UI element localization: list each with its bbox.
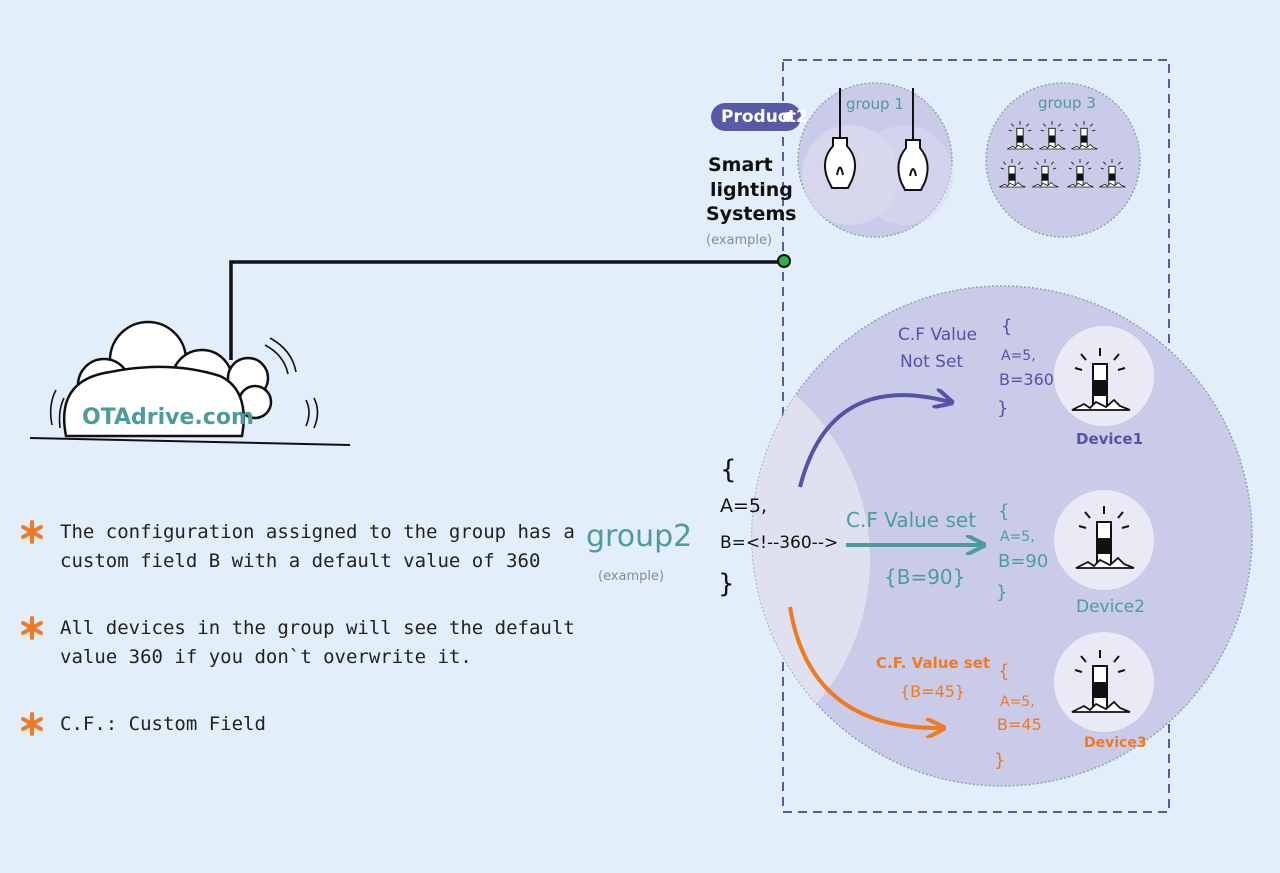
product-badge-label: Product2 [721, 107, 808, 127]
note-text: All devices in the group will see the de… [60, 617, 575, 668]
group3-label: group 3 [1038, 94, 1096, 112]
group-config-open: { [720, 455, 737, 485]
product-badge: Product2 [711, 103, 808, 131]
flow2-config-close: } [996, 582, 1007, 603]
group2-sample-label: (example) [598, 569, 664, 584]
group-config-b: B=<!--360--> [720, 533, 838, 553]
flow1-label-line1: C.F Value [898, 325, 977, 345]
group3-devices [999, 121, 1126, 188]
flow3-config-open: { [998, 661, 1009, 682]
flow2-label-line1: C.F Value set [846, 508, 976, 532]
group1-label: group 1 [846, 95, 904, 113]
asterisk-icon [21, 616, 43, 640]
flow3-label-line2: {B=45} [900, 682, 965, 701]
device-light-icon [1099, 159, 1126, 188]
flow2-label-line2: {B=90} [884, 565, 965, 589]
device-light-icon [1071, 650, 1131, 713]
product-badge-dot [783, 112, 793, 122]
flow1-config-a: A=5, [1001, 348, 1036, 364]
device-light-icon [1071, 348, 1131, 411]
device-light-icon [999, 159, 1026, 188]
lightbulb-icon [823, 88, 857, 189]
flow3-config-a: A=5, [1000, 694, 1035, 710]
flow3-device-label: Device3 [1084, 735, 1147, 751]
device-light-icon [1075, 506, 1135, 569]
flow1-label-line2: Not Set [900, 352, 963, 372]
cloud-icon [62, 320, 273, 438]
cloud-motion-lines [49, 337, 319, 429]
flow1-config-open: { [1001, 316, 1012, 337]
asterisk-icon [21, 520, 43, 544]
group-config-close: } [718, 569, 735, 599]
lightbulb-icon [897, 88, 929, 191]
device-light-icon [1039, 121, 1066, 150]
group-config-a: A=5, [720, 495, 767, 517]
group3-circle [985, 82, 1141, 238]
device-light-icon [1007, 121, 1034, 150]
device-light-icon [1071, 121, 1098, 150]
flow3-config-b: B=45 [997, 715, 1042, 734]
flow3-config-close: } [994, 750, 1005, 771]
system-sample-label: (example) [706, 233, 772, 248]
system-label-line2: lighting [710, 179, 793, 201]
note-text: C.F.: Custom Field [60, 713, 266, 735]
flow2-config-a: A=5, [1000, 529, 1035, 545]
system-label-line1: Smart [708, 154, 773, 176]
cloud-brand-label: OTAdrive.com [82, 405, 254, 430]
flow1-device-label: Device1 [1076, 430, 1143, 448]
device-light-icon [1067, 159, 1094, 188]
flow1-config-close: } [997, 398, 1008, 419]
flow2-device-label: Device2 [1076, 597, 1145, 617]
arrow-set-45 [788, 606, 942, 728]
note-text: The configuration assigned to the group … [60, 521, 575, 572]
group2-label: group2 [586, 519, 692, 554]
connector-line [229, 260, 783, 360]
ground-line [29, 437, 351, 446]
connector-node [777, 254, 791, 268]
flow1-config-b: B=360 [999, 370, 1054, 389]
arrow-not-set [798, 395, 950, 488]
asterisk-icon [21, 712, 43, 736]
flow2-config-b: B=90 [998, 551, 1048, 572]
device-light-icon [1032, 159, 1059, 188]
flow2-config-open: { [998, 501, 1009, 522]
system-label-line3: Systems [706, 203, 796, 225]
flow3-label-line1: C.F. Value set [876, 654, 990, 672]
